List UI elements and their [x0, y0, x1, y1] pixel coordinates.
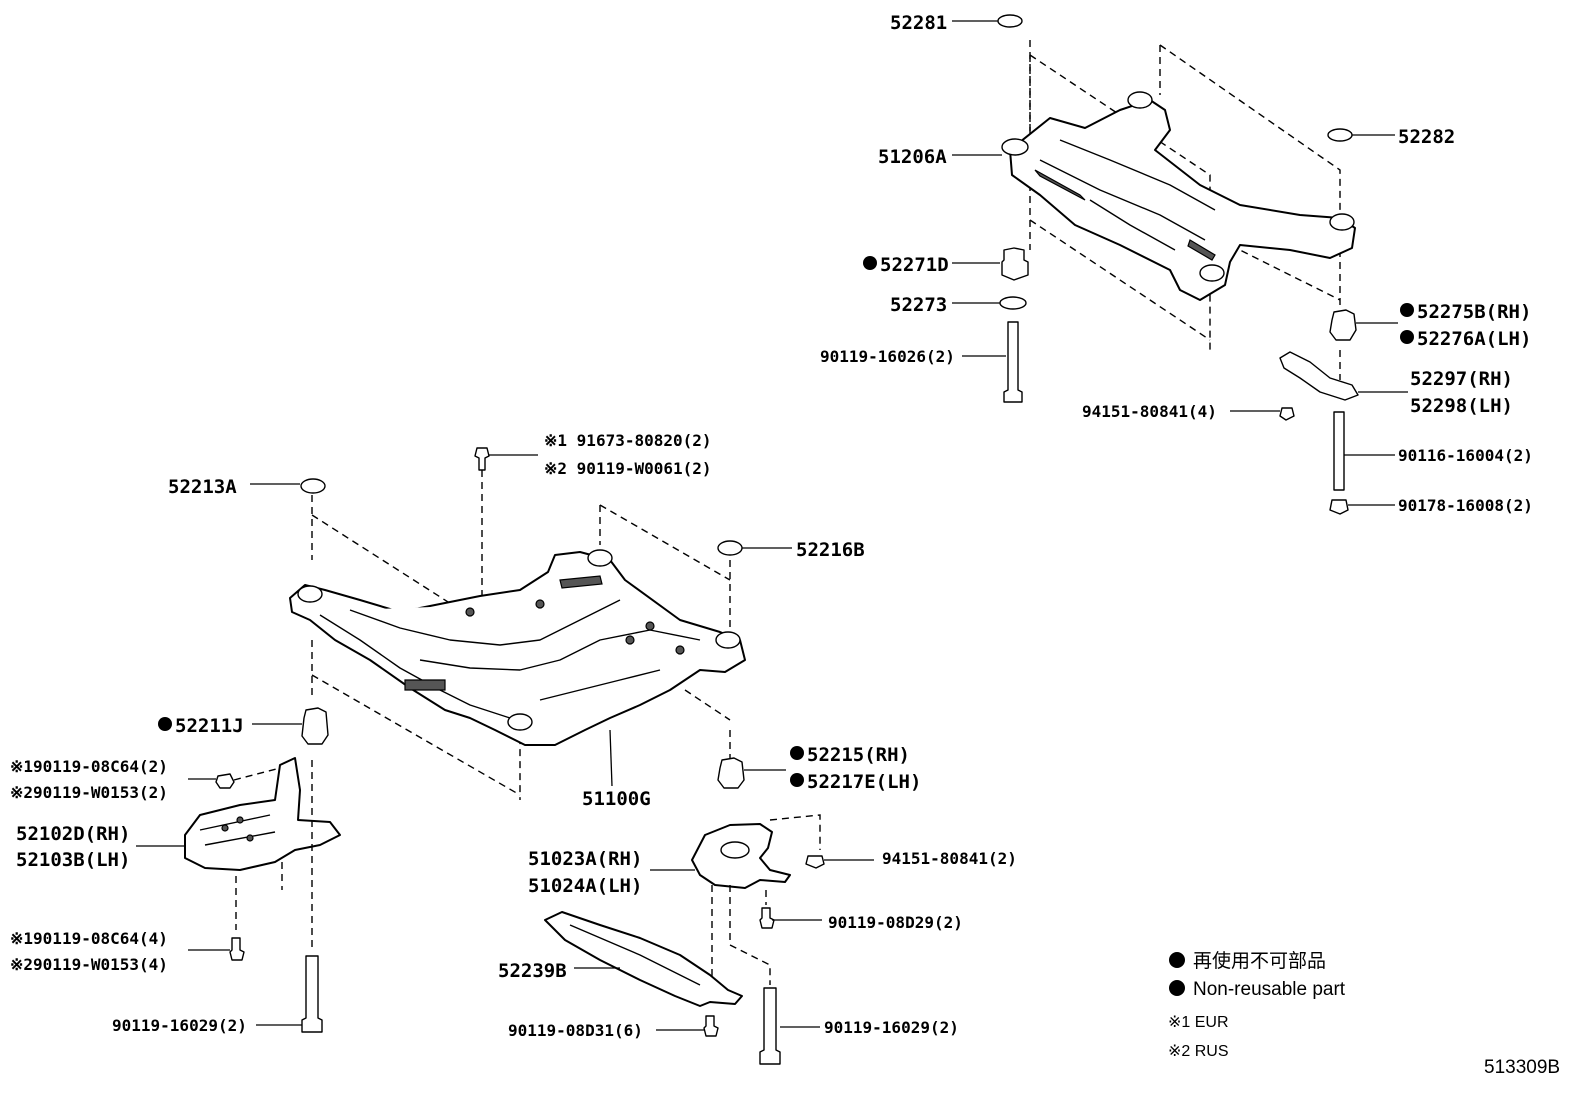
- label-ref2-90119-w0153-2: ※290119-W0153(2): [10, 783, 168, 802]
- label-52239b: 52239B: [498, 960, 567, 982]
- part-52275b-52276a: [1329, 309, 1357, 341]
- label-51206a: 51206A: [878, 146, 947, 168]
- rear-crossmember-group: [1001, 40, 1356, 380]
- bolt-90119-16026: [1003, 321, 1023, 403]
- label-94151-80841-front: 94151-80841(2): [882, 849, 1017, 868]
- part-52216b: [717, 540, 743, 556]
- label-90119-16029-left: 90119-16029(2): [112, 1016, 247, 1035]
- bolt-90119-08c64-upper: [215, 773, 235, 789]
- label-52102d: 52102D(RH): [16, 823, 130, 845]
- nonreusable-marker: [158, 717, 172, 731]
- bolt-90119-08c64-lower: [229, 937, 245, 961]
- label-90119-08d29: 90119-08D29(2): [828, 913, 963, 932]
- legend-dot: [1169, 980, 1185, 996]
- diagram-id: 513309B: [1484, 1057, 1560, 1078]
- nonreusable-marker: [1400, 303, 1414, 317]
- label-ref1-91673: ※1 91673-80820(2): [544, 431, 712, 450]
- part-52273: [999, 296, 1027, 310]
- stud-90116-16004: [1333, 411, 1345, 491]
- label-94151-80841-rear: 94151-80841(4): [1082, 402, 1217, 421]
- label-52282: 52282: [1398, 126, 1455, 148]
- label-ref1-90119-08c64-4: ※190119-08C64(4): [10, 929, 168, 948]
- part-52281: [997, 14, 1023, 28]
- label-51023a: 51023A(RH): [528, 848, 642, 870]
- nonreusable-marker: [1400, 330, 1414, 344]
- leader-lines: [136, 20, 1408, 1031]
- part-52211j: [301, 707, 329, 745]
- nut-94151-80841-front: [805, 855, 825, 869]
- label-52103b: 52103B(LH): [16, 849, 130, 871]
- part-52215-52217e: [717, 757, 745, 789]
- label-52297: 52297(RH): [1410, 368, 1513, 390]
- nonreusable-marker: [790, 746, 804, 760]
- part-52271d: [1001, 247, 1029, 281]
- bolt-90119-16029-left: [301, 955, 323, 1033]
- label-ref2-90119-w0153-4: ※290119-W0153(4): [10, 955, 168, 974]
- legend-dot: [1169, 952, 1185, 968]
- bolt-90119-16029-right: [759, 987, 781, 1065]
- part-52102d-52103b: [184, 757, 341, 871]
- nonreusable-marker: [790, 773, 804, 787]
- legend-ref2: ※2 RUS: [1168, 1043, 1229, 1060]
- label-52275b: 52275B(RH): [1417, 301, 1531, 323]
- label-52271d: 52271D: [880, 254, 949, 276]
- label-51024a: 51024A(LH): [528, 875, 642, 897]
- part-52282: [1327, 128, 1353, 142]
- label-ref1-90119-08c64-2: ※190119-08C64(2): [10, 757, 168, 776]
- label-90119-16029-right: 90119-16029(2): [824, 1018, 959, 1037]
- label-52298: 52298(LH): [1410, 395, 1513, 417]
- nut-90178-16008: [1329, 499, 1349, 515]
- label-52273: 52273: [890, 294, 947, 316]
- bolt-90119-08d31: [703, 1015, 719, 1037]
- legend-ref1: ※1 EUR: [1168, 1014, 1229, 1031]
- part-52297-52298: [1279, 351, 1359, 401]
- label-52281: 52281: [890, 12, 947, 34]
- front-crossmember-51100g: [289, 551, 746, 746]
- part-52213a: [300, 478, 326, 494]
- label-90119-08d31: 90119-08D31(6): [508, 1021, 643, 1040]
- rear-small-parts: [997, 14, 1359, 515]
- label-ref2-90119-w0061: ※2 90119-W0061(2): [544, 459, 712, 478]
- label-52213a: 52213A: [168, 476, 237, 498]
- nonreusable-marker: [863, 256, 877, 270]
- bolt-90119-08d29: [759, 907, 775, 929]
- label-52211j: 52211J: [175, 715, 244, 737]
- label-90178-16008: 90178-16008(2): [1398, 496, 1533, 515]
- legend: 再使用不可部品 Non-reusable part ※1 EUR ※2 RUS …: [1168, 950, 1560, 1078]
- rear-crossmember-51206a: [1009, 99, 1356, 301]
- label-90119-16026: 90119-16026(2): [820, 347, 955, 366]
- label-52217e: 52217E(LH): [807, 771, 921, 793]
- legend-nonreusable-jp: 再使用不可部品: [1193, 950, 1326, 972]
- labels: 52281 52282 51206A 52271D 52273 90119-16…: [10, 12, 1533, 1040]
- nut-94151-80841-rear: [1279, 407, 1295, 421]
- label-52216b: 52216B: [796, 539, 865, 561]
- front-crossmember-group: [289, 470, 746, 800]
- label-90116-16004: 90116-16004(2): [1398, 446, 1533, 465]
- front-small-parts: [184, 447, 825, 1065]
- label-52215: 52215(RH): [807, 744, 910, 766]
- bolt-91673-80820: [474, 447, 490, 471]
- label-52276a: 52276A(LH): [1417, 328, 1531, 350]
- label-51100g: 51100G: [582, 788, 651, 810]
- legend-nonreusable-en: Non-reusable part: [1193, 979, 1346, 1000]
